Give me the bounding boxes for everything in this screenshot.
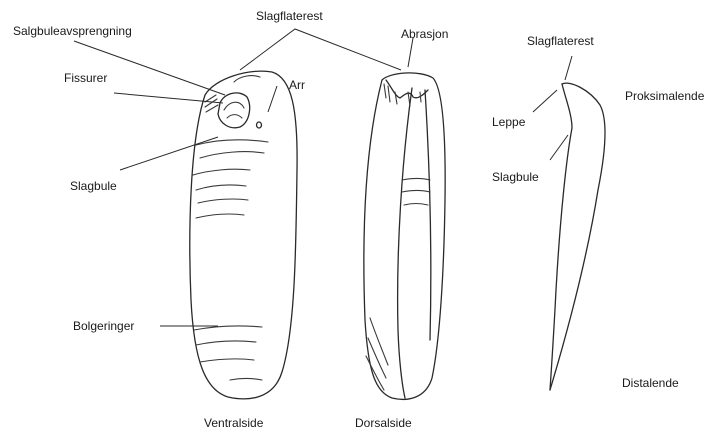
ventral-blade	[190, 71, 297, 399]
abrasion-zone	[386, 80, 428, 98]
label-slagflaterest-right: Slagflaterest	[527, 34, 594, 48]
label-fissurer: Fissurer	[64, 71, 107, 85]
arr-scar	[257, 122, 262, 128]
bulb-scar	[218, 93, 250, 128]
label-dorsalside: Dorsalside	[355, 416, 412, 430]
label-arr: Arr	[289, 78, 305, 92]
label-ventralside: Ventralside	[204, 416, 264, 430]
label-slagbule-right: Slagbule	[492, 170, 539, 184]
label-abrasjon: Abrasjon	[401, 27, 448, 41]
dorsal-blade-outline	[364, 73, 445, 399]
label-bolgeringer: Bolgeringer	[73, 319, 134, 333]
dorsal-blade	[364, 73, 445, 399]
label-slagbule-left: Slagbule	[70, 179, 117, 193]
label-salgbuleavsprengning: Salgbuleavsprengning	[13, 24, 132, 38]
label-slagflaterest-top: Slagflaterest	[256, 9, 323, 23]
label-proksimalende: Proksimalende	[625, 89, 705, 103]
ventral-blade-outline	[190, 71, 297, 399]
profile-blade-outline	[550, 83, 605, 390]
label-distalende: Distalende	[622, 376, 679, 390]
label-leppe: Leppe	[492, 115, 526, 129]
profile-blade	[550, 83, 605, 390]
